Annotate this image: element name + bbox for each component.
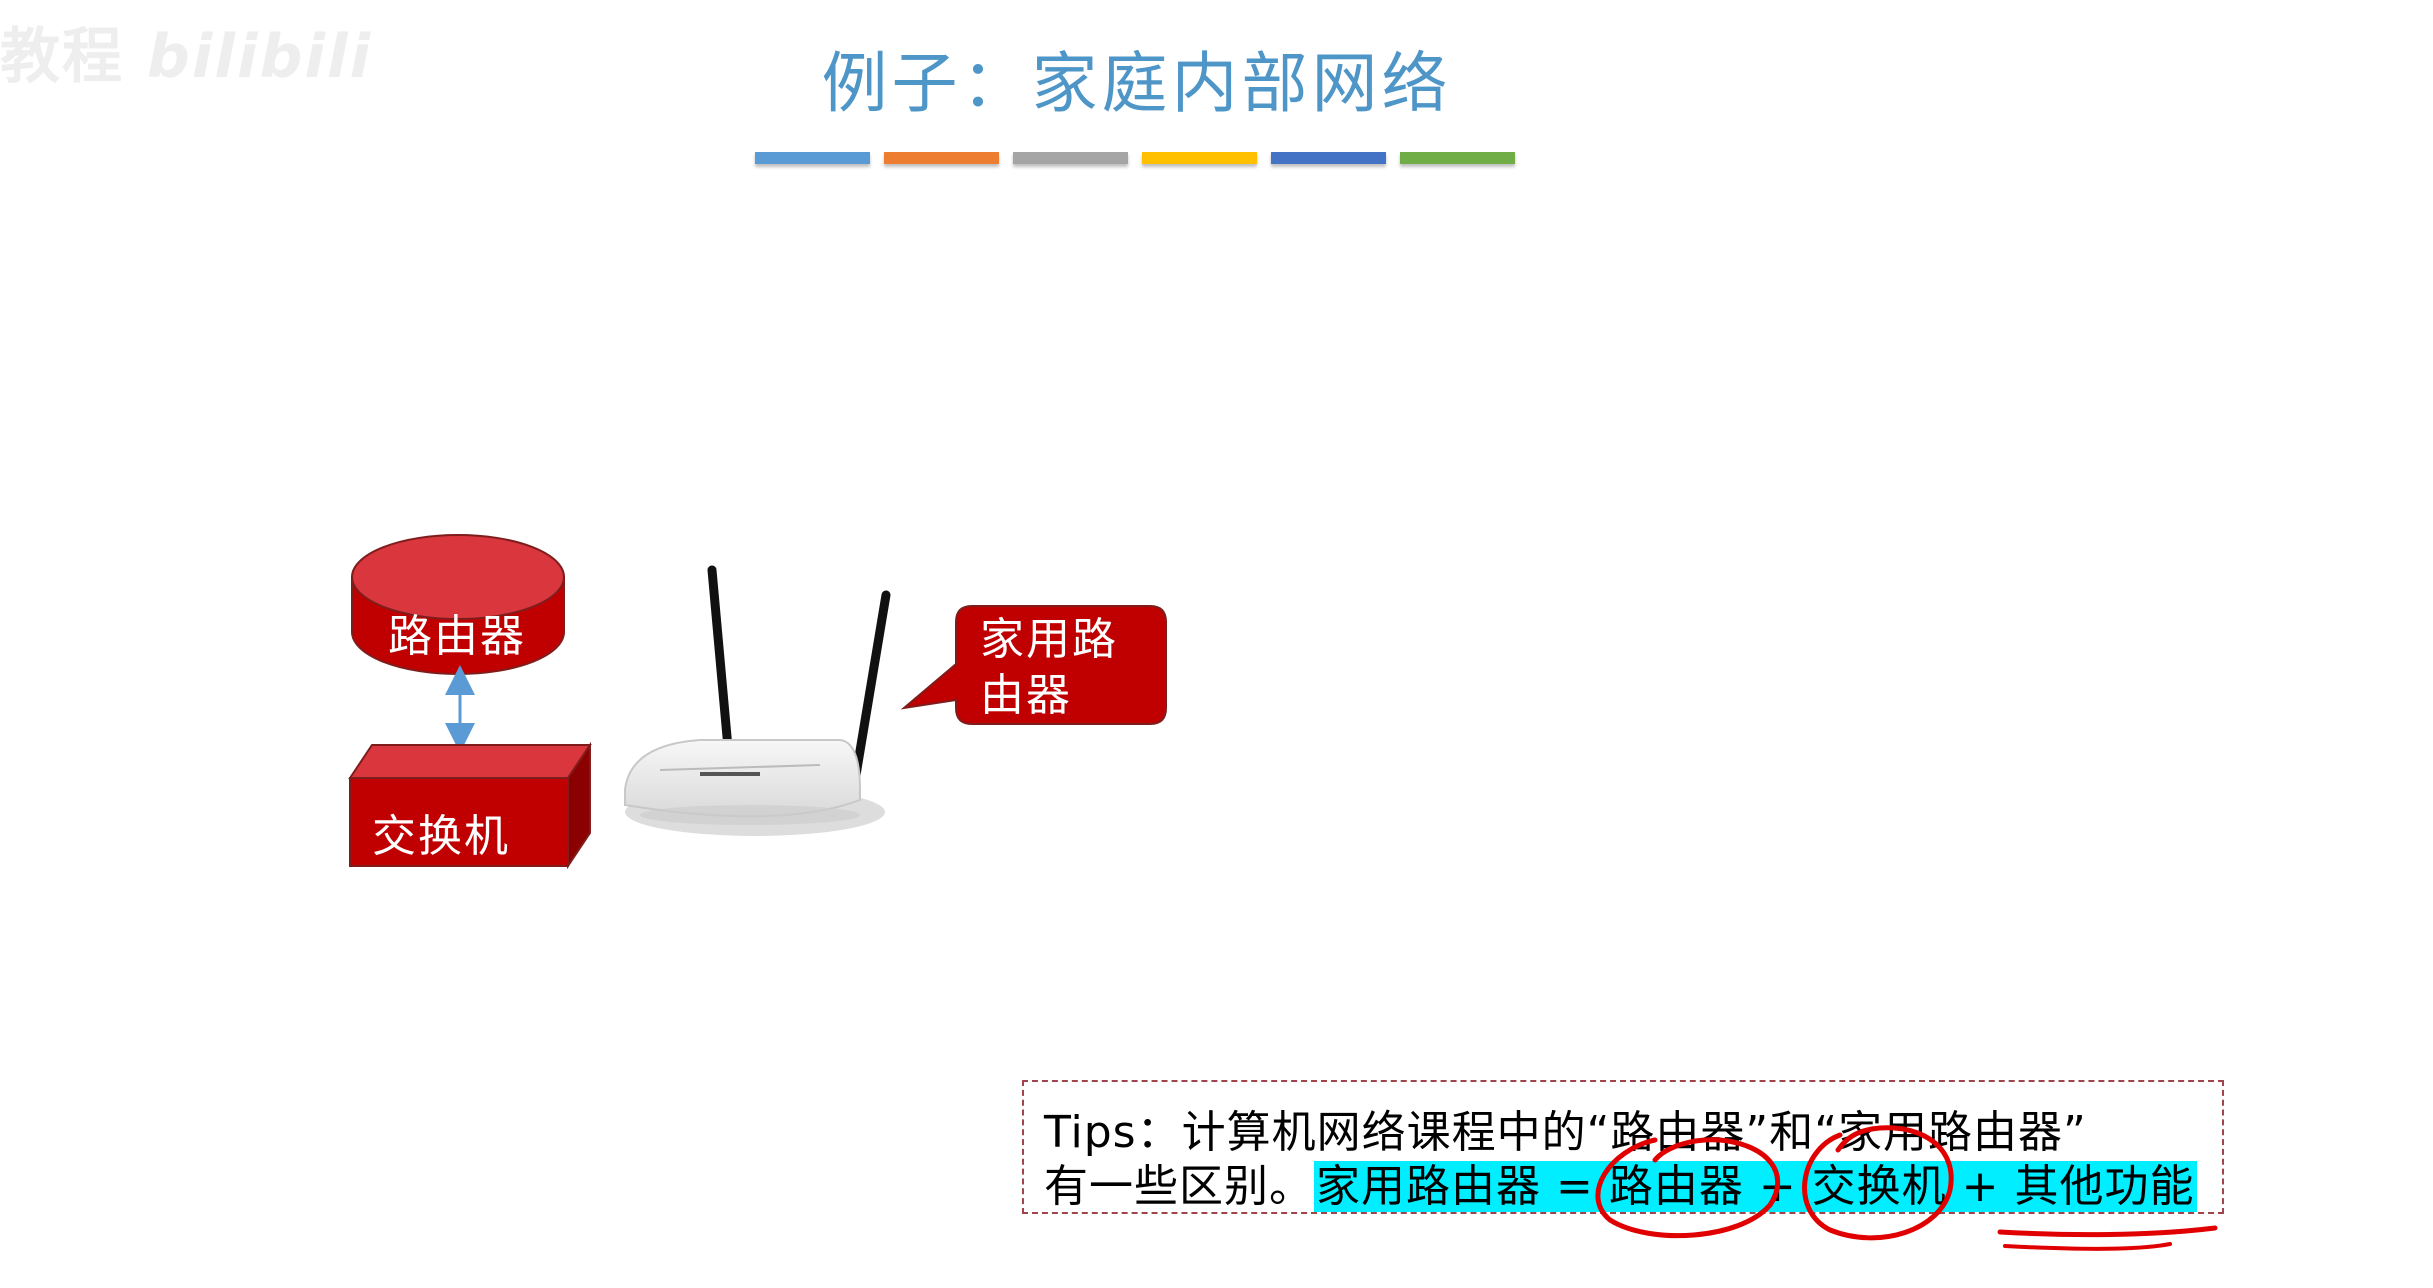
color-bar xyxy=(884,152,999,164)
tips-prefix: 有一些区别。 xyxy=(1044,1161,1314,1212)
color-bar xyxy=(755,152,870,164)
home-router-image xyxy=(624,565,891,836)
tips-line-2: 有一些区别。家用路由器 = 路由器 + 交换机 + 其他功能 xyxy=(1044,1150,2197,1214)
switch-label: 交换机 xyxy=(372,811,510,862)
tips-highlight: 家用路由器 = 路由器 + 交换机 + 其他功能 xyxy=(1314,1161,2197,1212)
router-label: 路由器 xyxy=(388,611,526,662)
tips-box: Tips：计算机网络课程中的“路由器”和“家用路由器” 有一些区别。家用路由器 … xyxy=(1022,1080,2224,1214)
watermark: 教程 bilibili xyxy=(0,8,372,98)
router-cylinder xyxy=(351,534,565,675)
color-bar xyxy=(1013,152,1128,164)
color-bar xyxy=(1142,152,1257,164)
slide-title: 例子：家庭内部网络 xyxy=(821,45,1452,122)
home-router-callout xyxy=(900,605,1167,725)
switch-box xyxy=(348,741,592,870)
callout-text: 家用路 由器 xyxy=(980,612,1118,724)
callout-line: 家用路 xyxy=(980,614,1118,665)
color-bar xyxy=(1271,152,1386,164)
title-color-bars xyxy=(755,152,1515,164)
bilibili-logo: bilibili xyxy=(146,22,373,92)
color-bar xyxy=(1400,152,1515,164)
watermark-text: 教程 xyxy=(0,22,124,92)
callout-line: 由器 xyxy=(980,670,1072,721)
